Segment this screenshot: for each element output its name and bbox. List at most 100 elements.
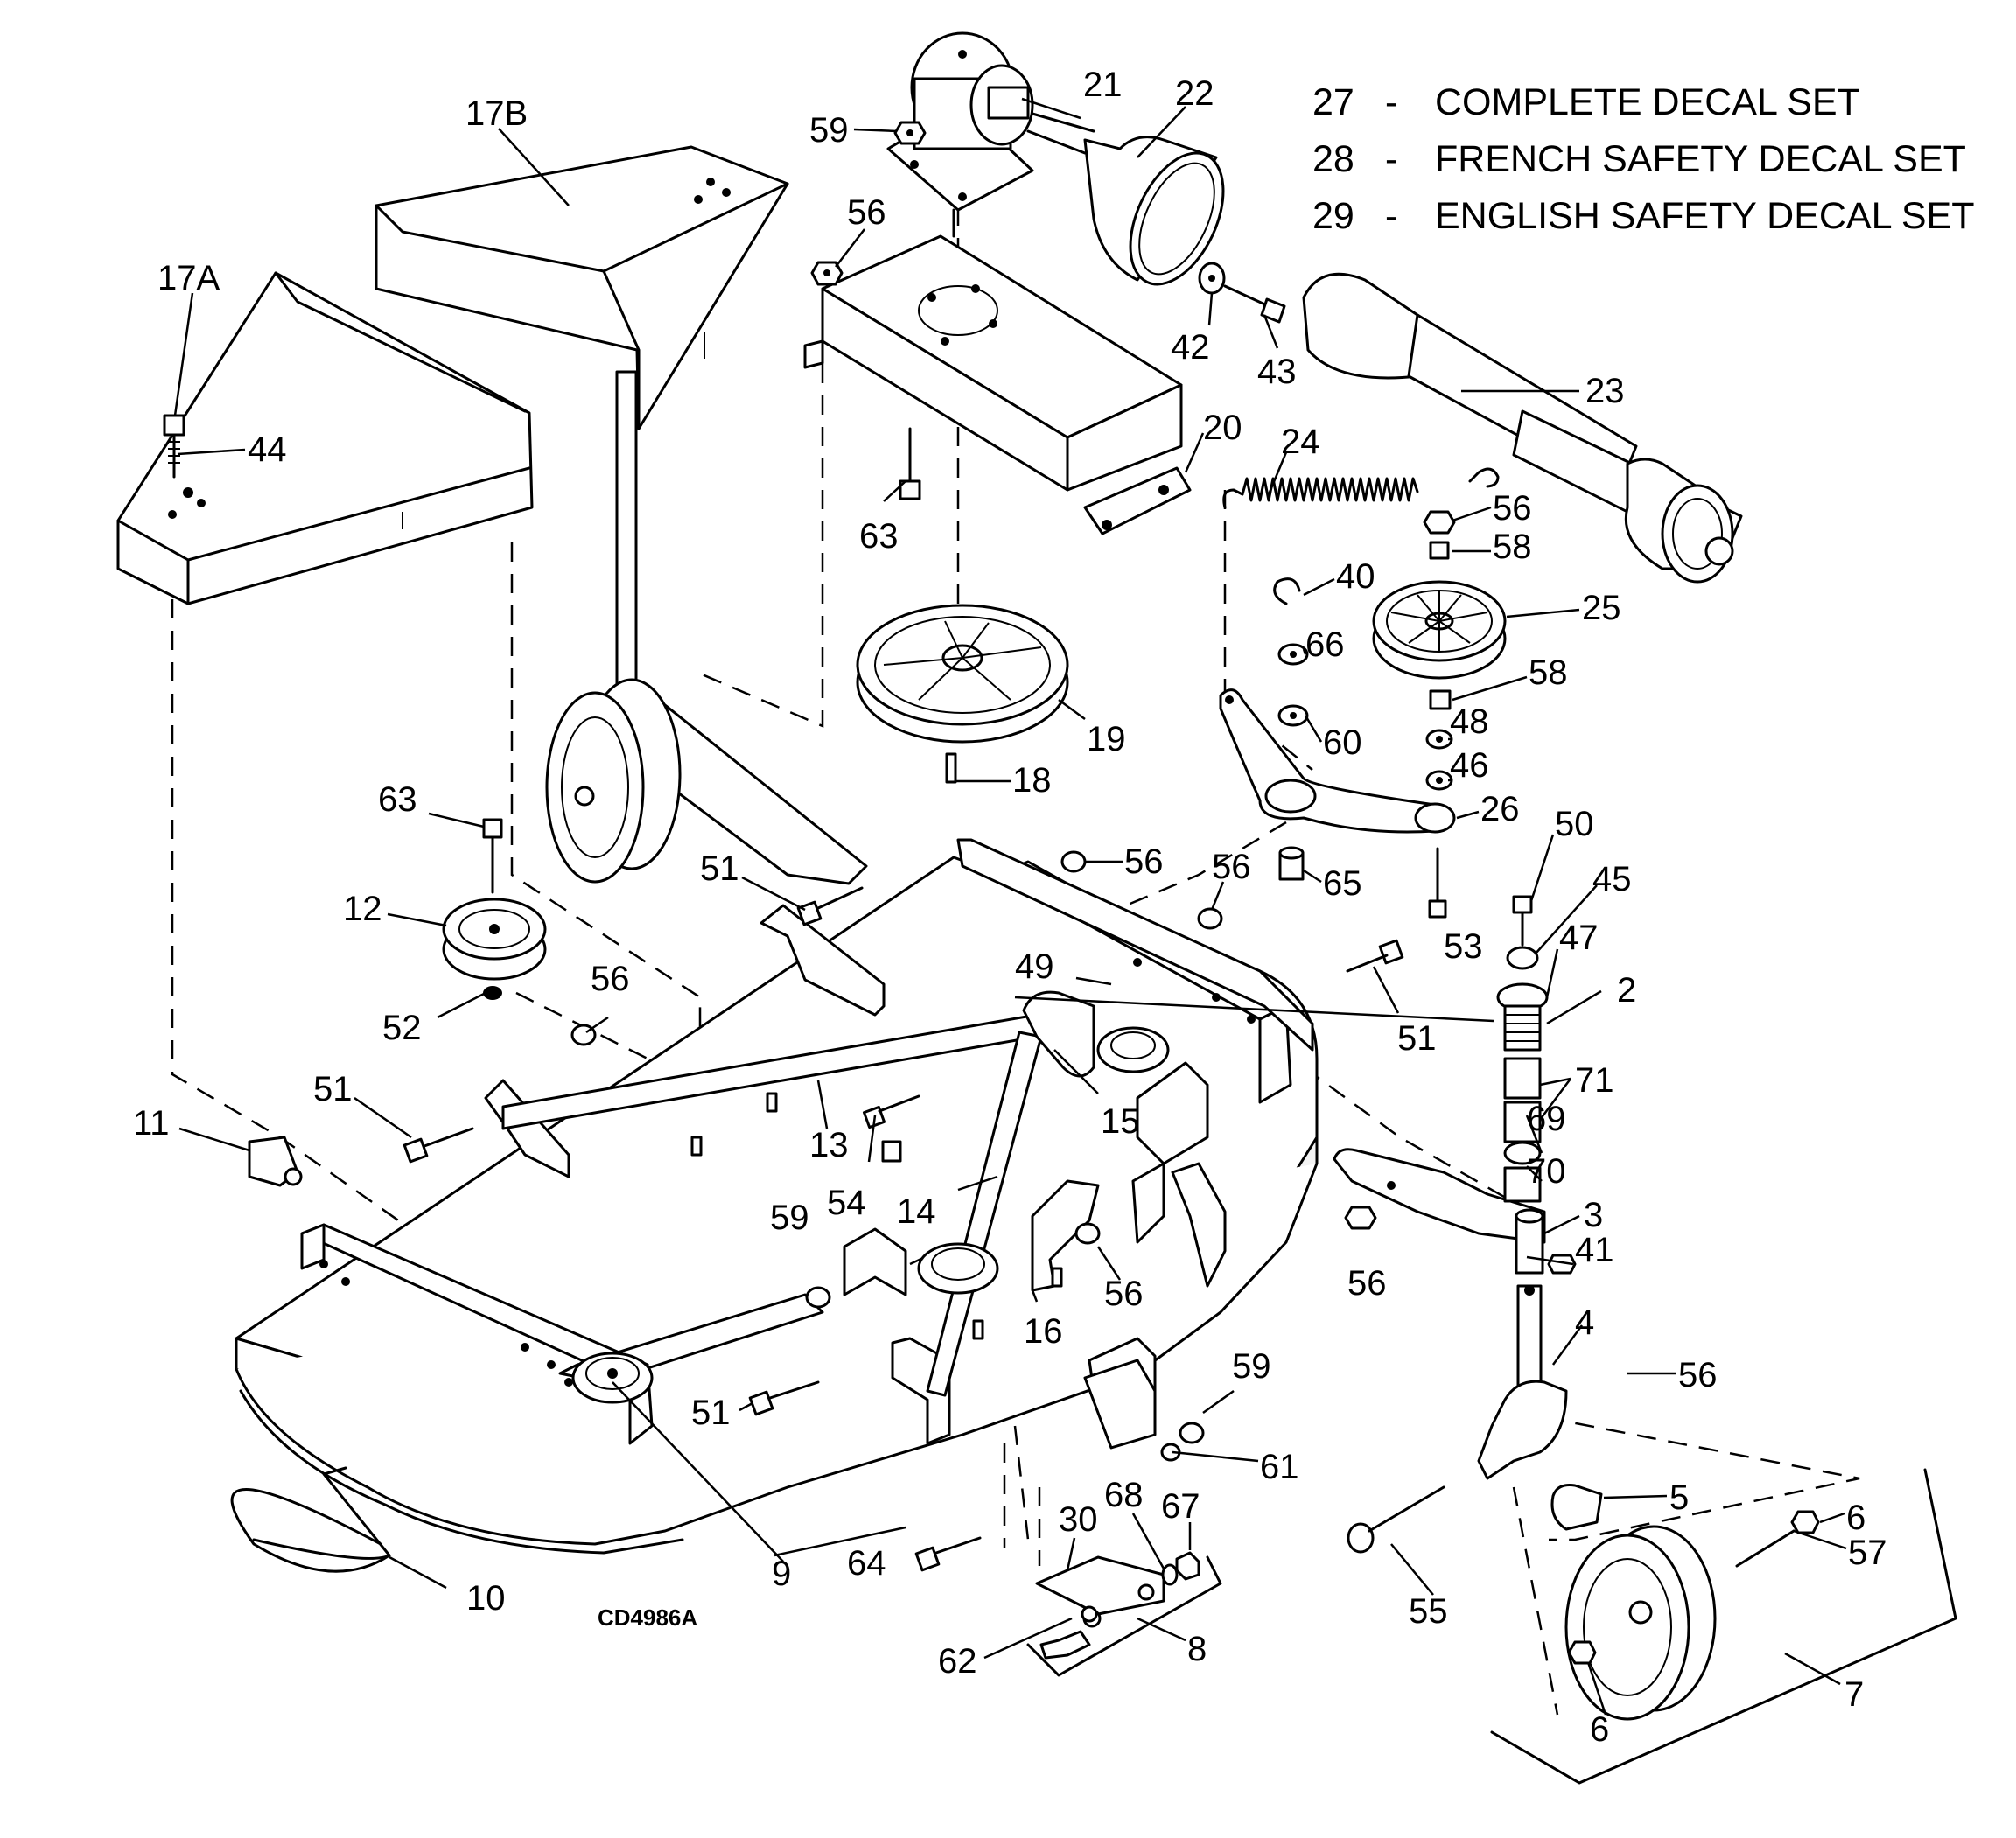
legend-number: 28 (1312, 138, 1354, 180)
nut-6 (1567, 1510, 1820, 1665)
callout-69: 69 (1527, 1100, 1566, 1138)
callout-64: 64 (847, 1544, 886, 1583)
bracket-11 (248, 1136, 303, 1187)
washer-42 (1198, 262, 1226, 295)
legend-number: 27 (1312, 81, 1354, 123)
decal-legend: 27 - COMPLETE DECAL SET 28 - FRENCH SAFE… (1312, 81, 1975, 237)
callout-51: 51 (691, 1394, 731, 1432)
bracket-outline-8 (1026, 1555, 1222, 1677)
washer-66 (1278, 643, 1309, 666)
bracket-30 (1035, 1555, 1166, 1628)
caster-wheel-left (545, 370, 868, 885)
legend-dash: - (1385, 81, 1397, 123)
callout-24: 24 (1281, 423, 1320, 461)
callout-53: 53 (1444, 927, 1483, 966)
bolt-63-bracket (899, 427, 921, 500)
nut-56-gearbox (810, 261, 844, 286)
drawing-code: CD4986A (598, 1604, 697, 1631)
callout-51: 51 (700, 849, 739, 888)
washer-60 (1278, 704, 1309, 727)
legend-number: 29 (1312, 195, 1354, 237)
bolt-53 (1428, 847, 1447, 919)
callout-59: 59 (770, 1199, 809, 1237)
shield-22 (1083, 136, 1225, 286)
nut-56-idler (1423, 510, 1456, 535)
callout-5: 5 (1670, 1478, 1689, 1517)
callout-2: 2 (1617, 971, 1636, 1010)
bolt-51-left (402, 1127, 474, 1164)
callout-48: 48 (1450, 702, 1489, 741)
callout-11: 11 (133, 1104, 170, 1143)
callout-16: 16 (1024, 1312, 1063, 1351)
callout-56: 56 (1212, 848, 1251, 886)
callout-60: 60 (1323, 723, 1362, 762)
callout-57: 57 (1848, 1534, 1887, 1572)
caster-stack (1496, 895, 1549, 1203)
callout-13: 13 (809, 1126, 849, 1164)
caster-arm-right (1333, 1148, 1577, 1480)
pulley-12 (442, 898, 547, 981)
callout-15: 15 (1101, 1102, 1140, 1141)
callout-49: 49 (1015, 947, 1054, 986)
callout-23: 23 (1586, 372, 1625, 410)
bolt-44 (163, 414, 186, 479)
callout-47: 47 (1559, 919, 1599, 957)
callout-42: 42 (1171, 328, 1210, 367)
legend-text: COMPLETE DECAL SET (1435, 81, 1860, 123)
callout-41: 41 (1575, 1231, 1614, 1269)
bolt-51-front (748, 1380, 820, 1416)
callout-52: 52 (382, 1009, 422, 1047)
callout-55: 55 (1409, 1592, 1448, 1631)
callout-labels: 21 22 59 56 17B 17A 42 43 23 44 20 24 63… (133, 66, 1887, 1749)
clip-40 (1273, 577, 1301, 605)
callout-63: 63 (859, 517, 899, 556)
callout-6: 6 (1846, 1499, 1866, 1537)
legend-dash: - (1385, 138, 1397, 180)
callout-58: 58 (1493, 528, 1532, 566)
caster-wheel-right (1564, 1525, 1717, 1721)
spacer-65 (1278, 846, 1305, 881)
callout-51: 51 (313, 1070, 353, 1108)
callout-70: 70 (1527, 1152, 1566, 1191)
callout-8: 8 (1187, 1630, 1207, 1668)
axle-57 (1735, 1529, 1796, 1568)
callout-68: 68 (1104, 1476, 1144, 1514)
callout-59: 59 (809, 111, 849, 150)
callout-58: 58 (1529, 653, 1568, 692)
bolt-63-left (482, 818, 503, 894)
callout-56: 56 (1493, 489, 1532, 528)
idler-arm-26 (1219, 688, 1456, 834)
callout-59: 59 (1232, 1347, 1271, 1386)
bolt-51-right (1346, 939, 1404, 973)
callout-25: 25 (1582, 589, 1621, 627)
hitch-pin-10 (230, 1466, 391, 1573)
callout-61: 61 (1260, 1448, 1299, 1486)
callout-67: 67 (1161, 1487, 1200, 1526)
callout-7: 7 (1844, 1675, 1864, 1714)
callout-56: 56 (847, 193, 886, 232)
callout-44: 44 (248, 430, 287, 469)
callout-56: 56 (1348, 1264, 1387, 1303)
shield-17a (116, 271, 534, 605)
bracket-outline-7 (1490, 1468, 1957, 1785)
callout-4: 4 (1575, 1303, 1594, 1342)
callout-9: 9 (772, 1555, 791, 1593)
washer-68 (1161, 1563, 1179, 1586)
spacer-58-top (1429, 541, 1450, 560)
washer-48 (1425, 729, 1453, 750)
callout-56: 56 (591, 960, 630, 998)
bolt-43 (1223, 284, 1286, 324)
bolt-64 (914, 1536, 982, 1572)
shield-17b (374, 145, 789, 430)
legend-dash: - (1385, 195, 1397, 237)
callout-62: 62 (938, 1642, 977, 1681)
spacer-58-bottom (1429, 689, 1452, 710)
callout-21: 21 (1083, 66, 1123, 104)
callout-12: 12 (343, 890, 382, 928)
legend-text: FRENCH SAFETY DECAL SET (1435, 138, 1966, 180)
callout-65: 65 (1323, 864, 1362, 903)
nut-56-deck (570, 850, 1223, 1462)
nut-59-gearbox (893, 121, 927, 145)
